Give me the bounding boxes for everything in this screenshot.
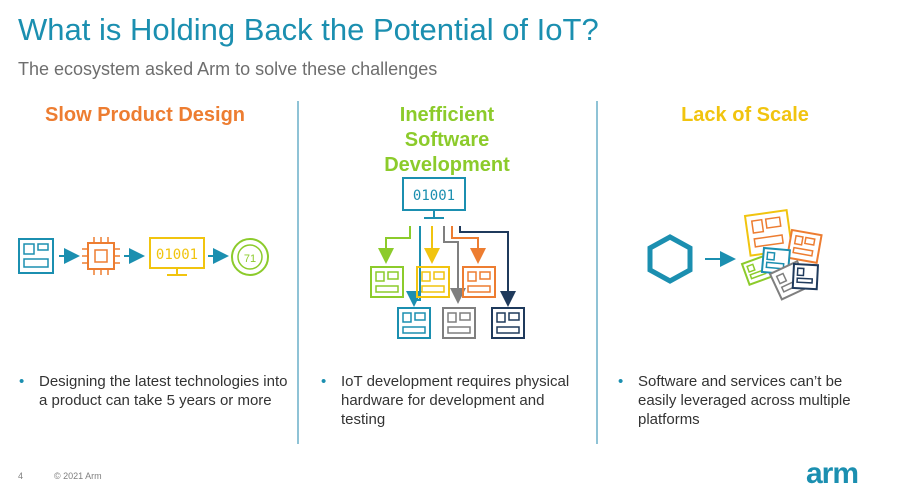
board-icon-blue <box>397 307 431 339</box>
bullet-dot-icon: • <box>19 373 25 390</box>
column-title-inefficient-software: Inefficient Software Development <box>384 104 510 176</box>
column-title-slow-product-design: Slow Product Design <box>44 104 246 126</box>
column-title-lack-of-scale: Lack of Scale <box>681 104 809 126</box>
board-icon-green <box>370 266 404 298</box>
slide-subtitle: The ecosystem asked Arm to solve these c… <box>18 59 438 79</box>
branch-arrow-icon <box>378 226 411 264</box>
scattered-boards-icon <box>740 209 823 301</box>
chip-icon <box>82 237 120 275</box>
column-divider-2 <box>596 101 598 444</box>
copyright-text: © 2021 Arm <box>54 471 102 481</box>
branch-arrow-icon <box>443 226 466 304</box>
bullet-dot-icon: • <box>321 373 327 390</box>
branch-arrow-icon <box>451 226 486 264</box>
branch-arrow-icon <box>406 226 422 307</box>
bullet-slow-product-design: • Designing the latest technologies into… <box>19 372 289 410</box>
thermostat-number: 71 <box>244 253 256 265</box>
bullet-inefficient-software: • IoT development requires physical hard… <box>321 372 581 429</box>
board-icon-yellow <box>416 266 450 298</box>
hexagon-icon <box>647 234 693 284</box>
bullet-lack-of-scale: • Software and services can’t be easily … <box>618 372 878 429</box>
bullet-dot-icon: • <box>618 373 624 390</box>
developer-monitor-icon: 01001 <box>402 177 466 219</box>
arm-logo: arm <box>806 457 859 490</box>
monitor-icon: 01001 <box>149 237 205 276</box>
thermostat-icon: 71 <box>231 238 269 276</box>
circuit-board-icon <box>18 238 54 274</box>
monitor-binary-text: 01001 <box>156 247 198 263</box>
page-number: 4 <box>18 471 24 481</box>
bullet-text: Designing the latest technologies into a… <box>39 373 288 409</box>
board-icon-navy <box>491 307 525 339</box>
slide-title: What is Holding Back the Potential of Io… <box>18 12 599 47</box>
board-icon-gray <box>442 307 476 339</box>
board-icon-orange <box>462 266 496 298</box>
developer-binary-text: 01001 <box>413 188 455 204</box>
bullet-text: IoT development requires physical hardwa… <box>341 373 570 428</box>
branch-arrow-icon <box>459 226 516 307</box>
bullet-text: Software and services can’t be easily le… <box>638 373 851 428</box>
column-divider-1 <box>297 101 299 444</box>
